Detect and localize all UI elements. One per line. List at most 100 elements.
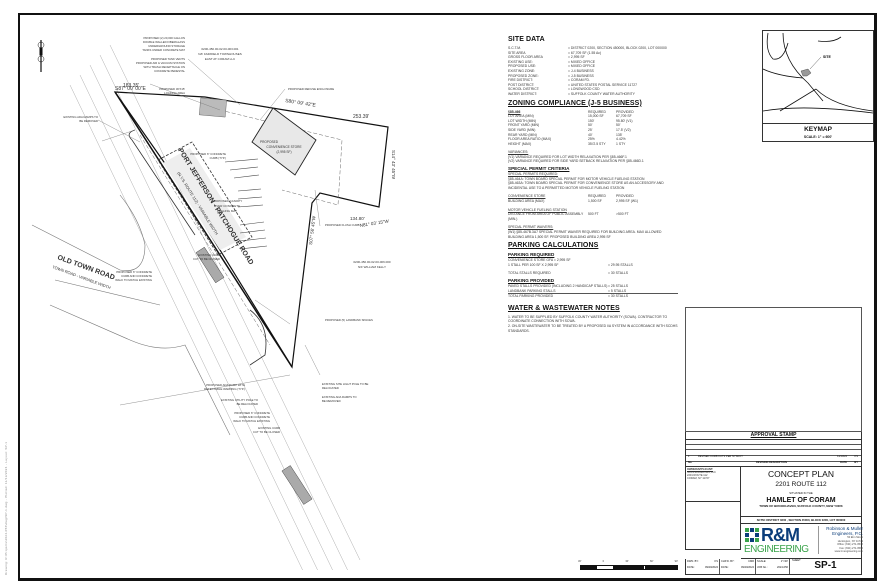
svg-text:RELOCATED: RELOCATED: [322, 386, 339, 390]
site-data-row: S.C.T.M.= DISTRICT 0200, SECTION 450000,…: [508, 46, 667, 50]
svg-text:WALK TO MATCH EXISTING: WALK TO MATCH EXISTING: [115, 278, 152, 282]
variance-item: (V2) VARIANCE REQUIRED FOR SIDE YARD SET…: [508, 159, 644, 164]
svg-text:PROPOSED 30'X15': PROPOSED 30'X15': [159, 87, 185, 91]
svg-text:PROPOSED 6" CONCRETE: PROPOSED 6" CONCRETE: [234, 411, 270, 415]
svg-text:LOADING AREA: LOADING AREA: [164, 91, 185, 95]
site-data-row: EXISTING USE:= MIXED OFFICE: [508, 59, 596, 64]
keymap: SITE KEYMAP SCALE: 1" = 600': [762, 30, 874, 142]
site-data-row: PROPOSED ZONE:= J-5 BUSINESS: [508, 73, 594, 78]
revision-by: KS: [854, 455, 858, 458]
svg-text:PROPOSED (2) 20,000 GALLON: PROPOSED (2) 20,000 GALLON: [143, 36, 185, 40]
site-data-row: PROPOSED USE:= MIXED OFFICE: [508, 64, 596, 69]
hamlet: HAMLET OF CORAM: [766, 497, 836, 504]
svg-text:UNDERGROUND STORAGE: UNDERGROUND STORAGE: [148, 44, 185, 48]
mvfs-title: MOTOR VEHICLE FUELING STATION: [508, 207, 567, 212]
revision-date: 11/13/24: [837, 455, 847, 458]
svg-text:0200-450.00-02.00-003.001: 0200-450.00-02.00-003.001: [201, 47, 239, 51]
svg-text:EXISTING ADA RAMPS TO: EXISTING ADA RAMPS TO: [322, 395, 357, 399]
approval-stamp-box: [685, 307, 862, 432]
svg-text:BE REMOVED: BE REMOVED: [322, 399, 341, 403]
approval-stamp-label: APPROVAL STAMP: [685, 432, 862, 440]
svg-text:PROPOSED ADA RAMP WITH: PROPOSED ADA RAMP WITH: [206, 383, 245, 387]
svg-text:N/F FAIRFIELD TOWNHOUSES: N/F FAIRFIELD TOWNHOUSES: [198, 52, 241, 56]
water-title: WATER & WASTEWATER NOTES: [508, 304, 620, 312]
keymap-scale: SCALE: 1" = 600': [803, 135, 833, 139]
svg-text:DOUBLE WALLED FIBERGLASS: DOUBLE WALLED FIBERGLASS: [143, 40, 185, 44]
svg-text:WALK TO MATCH EXISTING: WALK TO MATCH EXISTING: [233, 419, 270, 423]
site-data-title: SITE DATA: [508, 36, 545, 43]
sctm-line: SCTM: DISTRICT 0200 , SECTION 45000, BLO…: [741, 517, 862, 524]
parking-provided-title: PARKING PROVIDED: [508, 277, 555, 283]
zoning-title: ZONING COMPLIANCE (J-5 BUSINESS): [508, 99, 642, 107]
special-permits-required-title: SPECIAL PERMITS REQUIRED:: [508, 172, 558, 177]
svg-text:S80° 09' 42"E: S80° 09' 42"E: [285, 98, 317, 109]
logo-grid-icon: [745, 528, 759, 542]
svg-text:PROPOSED AIR & VACUUM STATION: PROPOSED AIR & VACUUM STATION: [136, 61, 185, 65]
svg-text:BE RELOCATED: BE RELOCATED: [237, 402, 258, 406]
sheet-number: SHEET SP-1: [792, 559, 837, 571]
mvfs-row: DISTANCE FROM AREA OF PUBLIC ASSEMBLY (M…: [508, 212, 629, 221]
site-data-table: S.C.T.M.= DISTRICT 0200, SECTION 450000,…: [508, 46, 678, 97]
svg-text:(2,995 SF): (2,995 SF): [276, 150, 291, 154]
svg-text:EXISTING UTILITY POLE TO: EXISTING UTILITY POLE TO: [221, 398, 259, 402]
svg-text:OVER CONCRETE: OVER CONCRETE: [214, 204, 240, 208]
site-data-row: FIRE DISTRICT:= CORAM FD.: [508, 78, 590, 83]
svg-text:PROPOSED: PROPOSED: [260, 140, 279, 144]
svg-text:DETECTABLE WARNING (TYP.): DETECTABLE WARNING (TYP.): [204, 387, 245, 391]
site-plan-drawing: 183.35' S80° 09' 42"E 253.39' S14° 43' 4…: [31, 36, 396, 570]
zoning-row: LOT WIDTH (MIN)150'95.80' (V1): [508, 118, 633, 123]
waivers-title: SPECIAL PERMIT WAIVERS:: [508, 225, 554, 230]
svg-text:WITH TRASH RECEPTACLE ON: WITH TRASH RECEPTACLE ON: [143, 65, 185, 69]
project-address: 2201 ROUTE 112: [775, 481, 827, 488]
site-data-row: WATER DISTRICT:= SUFFOLK COUNTY WATER AU…: [508, 91, 635, 96]
special-permit-item: §85-464A: TOWN BOARD SPECIAL PERMIT FOR …: [508, 176, 645, 181]
svg-text:EXISTING ADA RAMPS TO: EXISTING ADA RAMPS TO: [63, 115, 98, 119]
svg-text:N81° 03' 15"W: N81° 03' 15"W: [359, 218, 389, 228]
parking-row: CONVENIENCE STORE GFA = 2,995 SF: [508, 258, 571, 263]
svg-text:CURB AND CONCRETE: CURB AND CONCRETE: [121, 274, 152, 278]
special-permit-title: SPECIAL PERMIT CRITERIA: [508, 166, 570, 172]
parking-row: LANDBANK PARKING STALLS= 5 STALLS: [508, 288, 627, 293]
svg-text:PROPOSED TANK VENTS: PROPOSED TANK VENTS: [151, 57, 185, 61]
owner-blank: [685, 502, 741, 550]
svg-text:N/F WILLIAM KELLY: N/F WILLIAM KELLY: [358, 265, 386, 269]
keymap-drawing: SITE: [763, 32, 873, 114]
site-data-row: SITE AREA= 67,709 SF (1.55 Ac): [508, 50, 602, 55]
svg-text:FUELING MAT: FUELING MAT: [217, 209, 237, 213]
svg-text:BE REMOVED: BE REMOVED: [79, 119, 98, 123]
owner-applicant: OWNER/APPLICANT: NCA PROPERTIES, LLC 220…: [685, 467, 741, 502]
svg-text:EXISTING CURB: EXISTING CURB: [198, 253, 220, 257]
parking-required-title: PARKING REQUIRED: [508, 252, 555, 258]
svg-text:EAST AT CORAM LLC: EAST AT CORAM LLC: [205, 57, 236, 61]
plan-title: CONCEPT PLAN: [768, 469, 834, 479]
svg-text:CUT TO BE CLOSED: CUT TO BE CLOSED: [193, 257, 220, 261]
svg-text:S14° 43' 45"W: S14° 43' 45"W: [391, 150, 396, 180]
zoning-row: SIDE YARD (MIN)25'17.5' (V2): [508, 127, 631, 132]
site-data-row: GROSS FLOOR AREA= 2,995 SF: [508, 55, 585, 60]
svg-text:SITE: SITE: [823, 55, 831, 59]
canopy-area: [157, 141, 253, 256]
revision-table: 1 REVISED CURB CUTS PER NYSDOT 11/13/24 …: [685, 440, 862, 467]
zoning-row: REAR YARD (MIN)40'135': [508, 132, 623, 137]
svg-text:CURB (TYP.): CURB (TYP.): [210, 156, 226, 160]
plot-stamp-text: Drawing: R:\Projects\2024-056\dwg\SP-1.d…: [4, 441, 8, 575]
notes-column: SITE DATA S.C.T.M.= DISTRICT 0200, SECTI…: [508, 33, 678, 333]
svg-text:CURB AND CONCRETE: CURB AND CONCRETE: [239, 415, 270, 419]
variances-title: VARIANCES:: [508, 150, 529, 155]
svg-text:S07° 56' 45"W: S07° 56' 45"W: [308, 215, 317, 245]
svg-text:0200-450.00-02.00-006.000: 0200-450.00-02.00-006.000: [353, 260, 391, 264]
sheet-border: [18, 13, 877, 581]
site-data-row: EXISTING ZONE:= J-4 BUSINESS: [508, 68, 594, 73]
water-note: 2. ON-SITE WASTEWATER TO BE TREATED BY A…: [508, 323, 678, 333]
zoning-row: FRONT YARD (MIN)50'50': [508, 123, 621, 128]
site-data-row: POST DISTRICT:= UNITED STATES POSTAL SER…: [508, 82, 637, 87]
svg-text:PROPOSED REFUSE ENCLOSURE: PROPOSED REFUSE ENCLOSURE: [288, 87, 334, 91]
keymap-title: KEYMAP: [763, 123, 873, 133]
svg-text:253.39': 253.39': [353, 114, 369, 120]
parking-row: 1 STALL PER 100 SF X 2,995 SF= 29.95 STA…: [508, 262, 633, 267]
zoning-row: FLOOR AREA RATIO (MAX)25%4.42%: [508, 137, 626, 142]
revision-no: 1: [688, 455, 690, 458]
water-note: 1. WATER TO BE SUPPLIED BY SUFFOLK COUNT…: [508, 314, 668, 324]
